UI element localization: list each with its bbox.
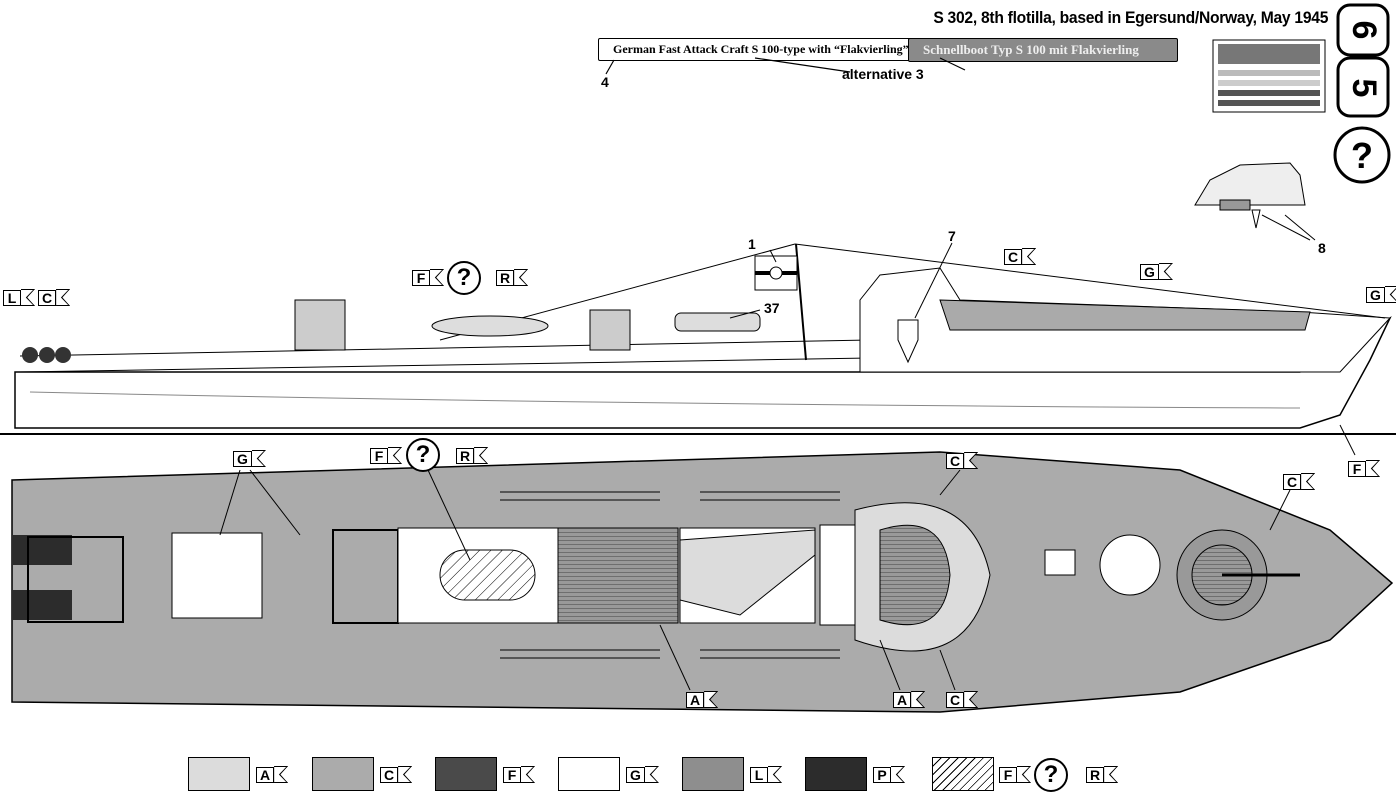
- flag-G-top: G: [233, 450, 266, 467]
- bridge-detail-inset: [1194, 162, 1311, 241]
- legend-swatch-C: [312, 757, 374, 791]
- flag-G-side-bow: G: [1366, 286, 1396, 303]
- side-view-hull: [0, 214, 1396, 435]
- legend-question-icon: ?: [1034, 758, 1068, 792]
- flag-A-top: A: [686, 691, 719, 708]
- top-view-hull: [11, 424, 1394, 713]
- flag-C-top-lower: C: [946, 691, 979, 708]
- legend-swatch-hatched: [932, 757, 994, 791]
- legend-flag-C: C: [380, 766, 413, 783]
- svg-text:?: ?: [1351, 135, 1373, 176]
- legend-swatch-F: [435, 757, 497, 791]
- flag-C-top: C: [946, 452, 979, 469]
- legend-flag-G: G: [626, 766, 659, 783]
- decal-sheet-thumbnail: [1212, 39, 1326, 113]
- legend-flag-F-alt: F: [999, 766, 1031, 783]
- flag-R-top: R: [456, 447, 489, 464]
- legend-flag-P: P: [873, 766, 905, 783]
- flag-A-top-bridge: A: [893, 691, 926, 708]
- legend-flag-A: A: [256, 766, 289, 783]
- question-icon-top: ?: [406, 438, 440, 472]
- legend-swatch-A: [188, 757, 250, 791]
- flag-F-side: F: [412, 269, 444, 286]
- svg-text:6: 6: [1345, 21, 1383, 40]
- flag-G-side: G: [1140, 263, 1173, 280]
- flag-R-side: R: [496, 269, 529, 286]
- callout-1: 1: [748, 236, 756, 252]
- decal-badge-german: Schnellboot Typ S 100 mit Flakvierling: [908, 38, 1178, 62]
- callout-8: 8: [1318, 240, 1326, 256]
- callout-4: 4: [601, 74, 609, 90]
- legend-swatch-L: [682, 757, 744, 791]
- flag-F-top: F: [370, 447, 402, 464]
- callout-7: 7: [948, 228, 956, 244]
- flag-F-waterline: F: [1348, 460, 1380, 477]
- legend-flag-L: L: [750, 766, 782, 783]
- flag-C-top-bow: C: [1283, 473, 1316, 490]
- svg-text:5: 5: [1345, 79, 1383, 98]
- page-number-graphic: 6 5 ?: [1333, 3, 1391, 184]
- flag-L-side: L: [3, 289, 35, 306]
- flag-C-side: C: [1004, 248, 1037, 265]
- flag-C-side-stern: C: [38, 289, 71, 306]
- callout-37: 37: [764, 300, 780, 316]
- legend-flag-R: R: [1086, 766, 1119, 783]
- question-icon: ?: [447, 261, 481, 295]
- callout-alternative-3: alternative 3: [842, 66, 924, 82]
- page-title: S 302, 8th flotilla, based in Egersund/N…: [933, 8, 1328, 27]
- legend-flag-F: F: [503, 766, 535, 783]
- legend-swatch-P: [805, 757, 867, 791]
- legend-swatch-G: [558, 757, 620, 791]
